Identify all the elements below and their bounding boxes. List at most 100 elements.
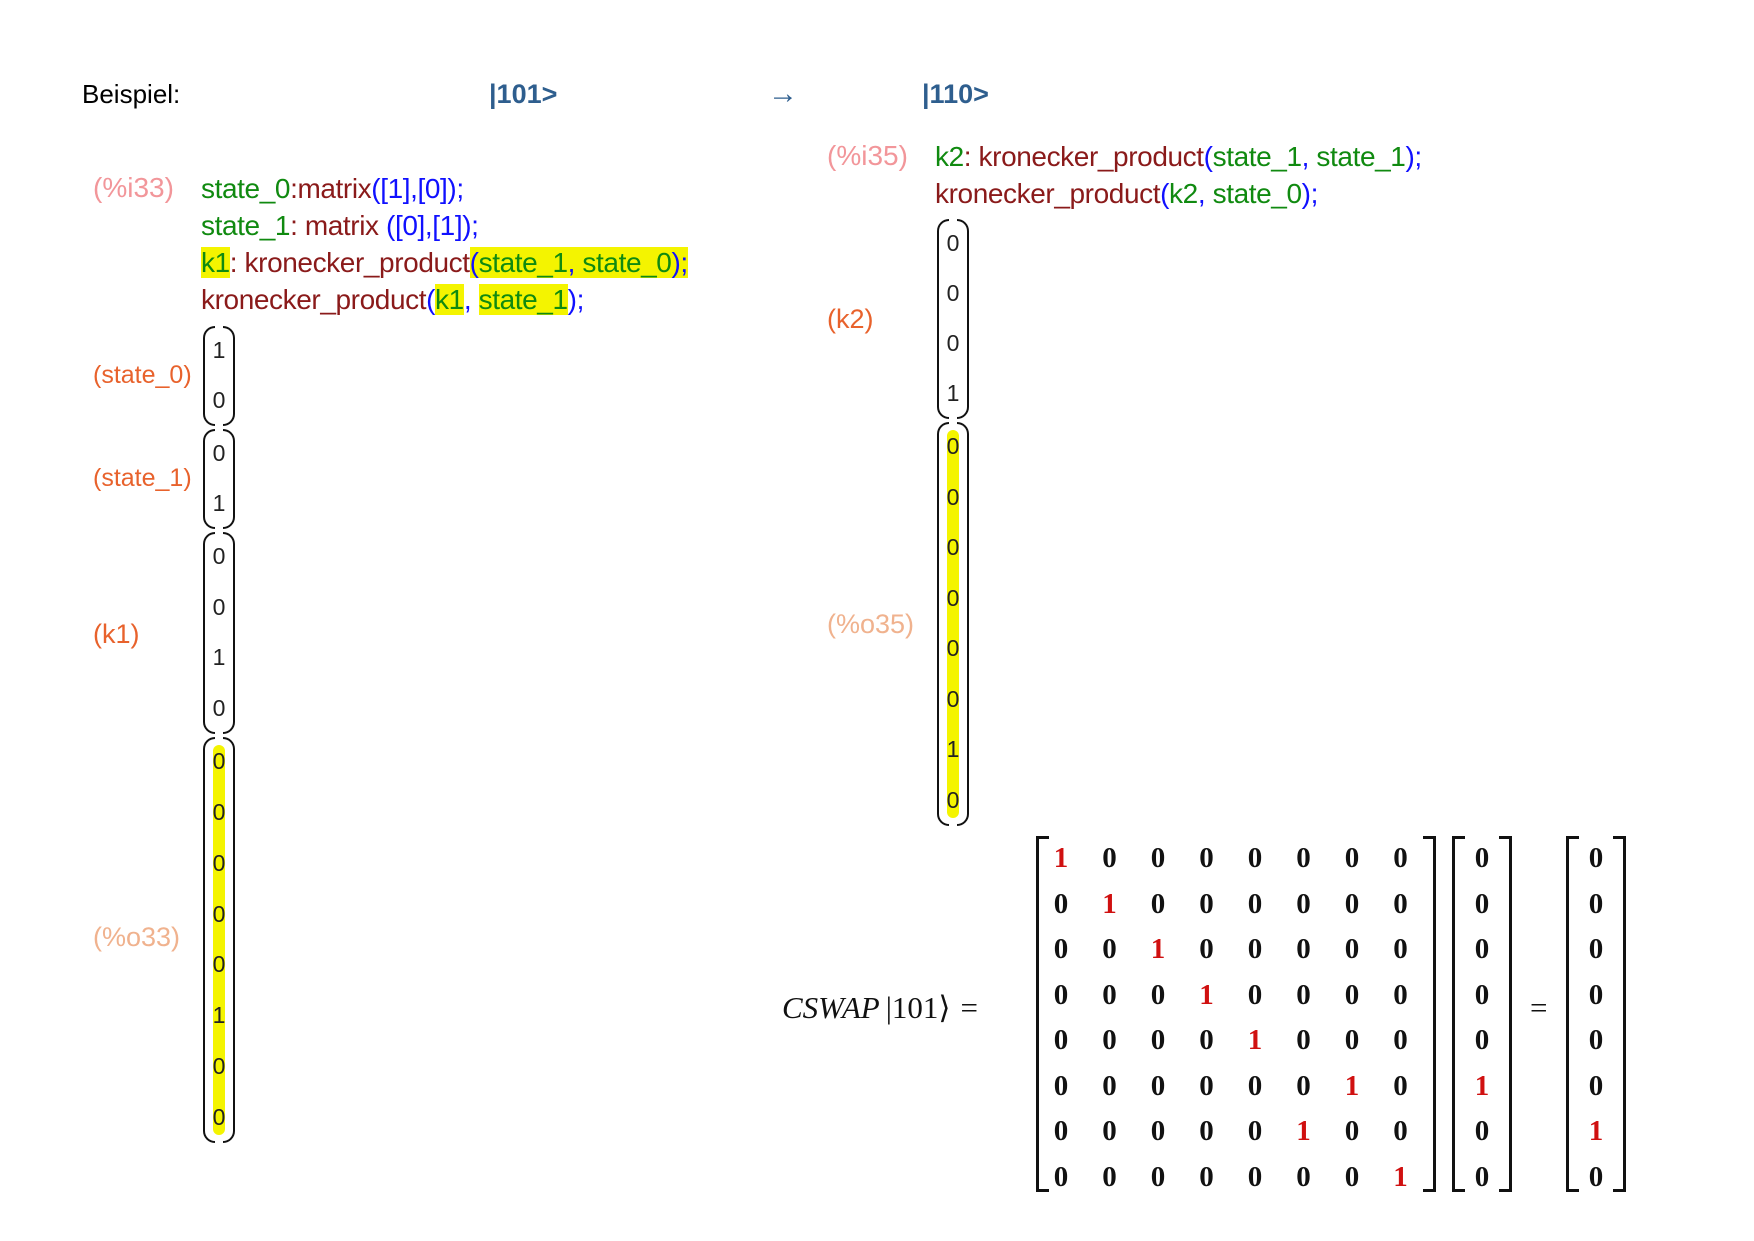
vector-entry: 1 <box>1588 1115 1604 1147</box>
vector-entry: 0 <box>212 593 226 620</box>
vector-entry: 0 <box>1588 887 1604 920</box>
matrix-cell: 0 <box>1344 1115 1360 1147</box>
matrix-cell: 0 <box>1199 887 1214 920</box>
matrix-cell: 0 <box>1247 978 1263 1011</box>
matrix-cell: 0 <box>1344 933 1360 965</box>
vector-entry: 0 <box>212 387 226 413</box>
code-block-right[interactable]: k2: kronecker_product(state_1, state_1);… <box>935 138 1422 212</box>
matrix-cell: 0 <box>1150 978 1166 1011</box>
matrix-cell: 0 <box>1199 1115 1214 1147</box>
matrix-cell: 0 <box>1344 1160 1360 1193</box>
code-line: kronecker_product(k1, state_1); <box>201 284 584 315</box>
matrix-cell: 1 <box>1344 1069 1360 1102</box>
matrix-cell: 0 <box>1344 887 1360 920</box>
vector-entry: 0 <box>946 230 960 256</box>
matrix-cell: 0 <box>1393 887 1408 920</box>
output-label-k1: (k1) <box>93 619 140 649</box>
matrix-cell: 0 <box>1102 1115 1117 1147</box>
vector-entry: 1 <box>212 337 226 363</box>
matrix-cell: 0 <box>1247 1069 1263 1102</box>
matrix-cell: 1 <box>1199 978 1214 1011</box>
matrix-cell: 1 <box>1150 933 1166 965</box>
matrix-cell: 0 <box>1199 933 1214 965</box>
matrix-cell: 0 <box>1296 1024 1311 1056</box>
vector-entry: 0 <box>946 330 960 356</box>
vector-entry: 0 <box>1474 1115 1490 1147</box>
matrix-cell: 1 <box>1102 887 1117 920</box>
arrow-icon: → <box>768 77 798 110</box>
vector-entry: 1 <box>212 644 226 671</box>
matrix-cell: 1 <box>1053 842 1069 874</box>
matrix-cell: 0 <box>1102 1069 1117 1102</box>
code-block-left[interactable]: state_0:matrix([1],[0]); state_1: matrix… <box>201 170 688 318</box>
vector-entry: 0 <box>212 748 226 775</box>
matrix-cell: 0 <box>1199 1069 1214 1102</box>
matrix-cell: 0 <box>1053 933 1069 965</box>
matrix-cell: 0 <box>1150 887 1166 920</box>
matrix-cell: 0 <box>1102 842 1117 874</box>
vector-entry: 0 <box>212 543 226 570</box>
vector-entry: 0 <box>1588 1160 1604 1193</box>
vector-entry: 1 <box>212 1002 226 1029</box>
matrix-cell: 0 <box>1296 933 1311 965</box>
matrix-cell: 0 <box>1053 1115 1069 1147</box>
matrix-cell: 0 <box>1102 933 1117 965</box>
vector-entry: 1 <box>946 380 960 406</box>
code-line: k1: kronecker_product(state_1, state_0); <box>201 247 688 278</box>
code-line: kronecker_product(k2, state_0); <box>935 178 1318 209</box>
matrix-cell: 0 <box>1344 978 1360 1011</box>
matrix-cell: 0 <box>1053 1069 1069 1102</box>
vector-entry: 0 <box>1474 933 1490 965</box>
matrix-cell: 1 <box>1247 1024 1263 1056</box>
vector-entry: 0 <box>1474 978 1490 1011</box>
matrix-cell: 0 <box>1393 978 1408 1011</box>
matrix-cell: 0 <box>1296 978 1311 1011</box>
matrix-cell: 0 <box>1296 1160 1311 1193</box>
ket-101: |101⟩ <box>885 990 951 1025</box>
vector-entry: 1 <box>946 736 960 763</box>
matrix-cell: 0 <box>1102 1160 1117 1193</box>
vector-entry: 0 <box>1588 978 1604 1011</box>
matrix-cell: 0 <box>1150 1024 1166 1056</box>
matrix-cell: 0 <box>1199 1160 1214 1193</box>
matrix-cell: 0 <box>1150 1160 1166 1193</box>
matrix-cell: 0 <box>1393 933 1408 965</box>
matrix-cell: 0 <box>1102 978 1117 1011</box>
matrix-cell: 0 <box>1053 978 1069 1011</box>
vector-entry: 0 <box>946 635 960 662</box>
matrix-cell: 0 <box>1150 842 1166 874</box>
vector-entry: 0 <box>1474 842 1490 874</box>
matrix-cell: 0 <box>1247 1115 1263 1147</box>
vector-entry: 0 <box>1474 1024 1490 1056</box>
matrix-cell: 0 <box>1344 1024 1360 1056</box>
vector-entry: 0 <box>212 694 226 721</box>
vector-entry: 0 <box>1588 1024 1604 1056</box>
matrix-cell: 0 <box>1102 1024 1117 1056</box>
vector-entry: 0 <box>946 534 960 561</box>
vector-entry: 0 <box>1588 842 1604 874</box>
matrix-cell: 0 <box>1053 887 1069 920</box>
input-label-i33: (%i33) <box>93 172 174 203</box>
vector-entry: 1 <box>212 490 226 516</box>
matrix-cell: 0 <box>1393 1024 1408 1056</box>
vector-entry: 0 <box>212 799 226 826</box>
input-label-i35: (%i35) <box>827 140 908 171</box>
matrix-cell: 1 <box>1296 1115 1311 1147</box>
output-label-o35: (%o35) <box>827 609 915 639</box>
code-line: state_0:matrix([1],[0]); <box>201 173 464 204</box>
equals-sign: = <box>960 990 979 1025</box>
ket-output-heading: |110> <box>922 79 989 109</box>
vector-entry: 0 <box>946 584 960 611</box>
vector-entry: 0 <box>212 951 226 978</box>
vector-entry: 0 <box>1474 1160 1490 1193</box>
matrix-cell: 0 <box>1053 1024 1069 1056</box>
matrix-cell: 0 <box>1053 1160 1069 1193</box>
